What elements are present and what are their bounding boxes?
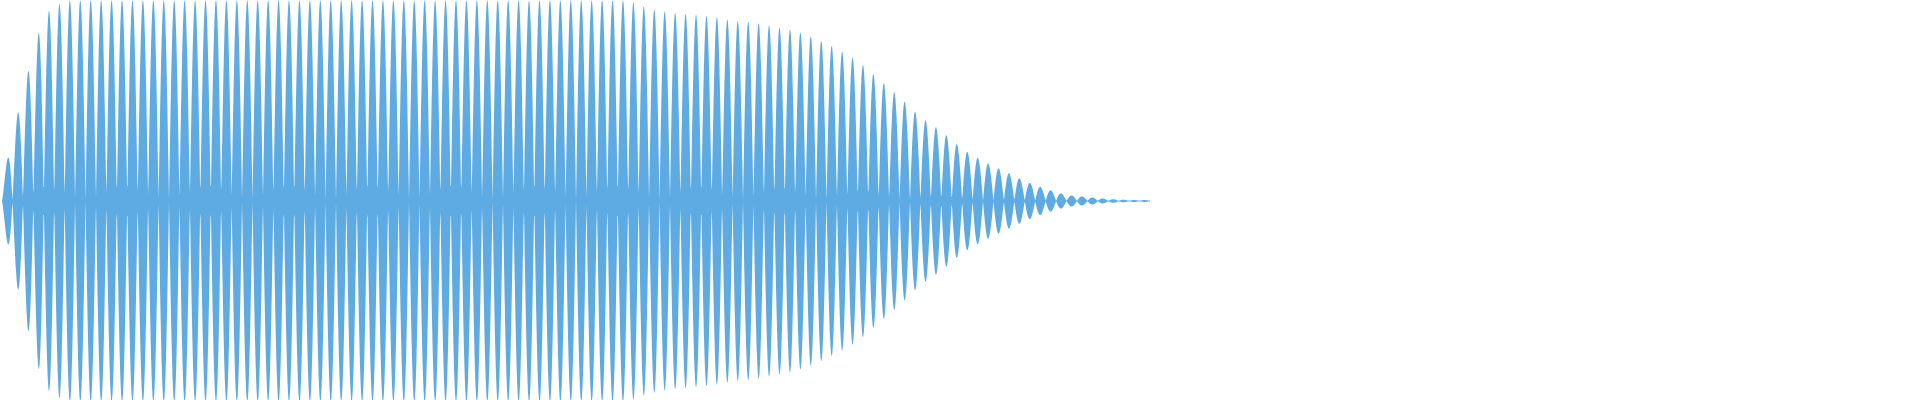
waveform-envelope bbox=[2, 0, 1150, 400]
waveform-shape bbox=[2, 0, 1150, 400]
